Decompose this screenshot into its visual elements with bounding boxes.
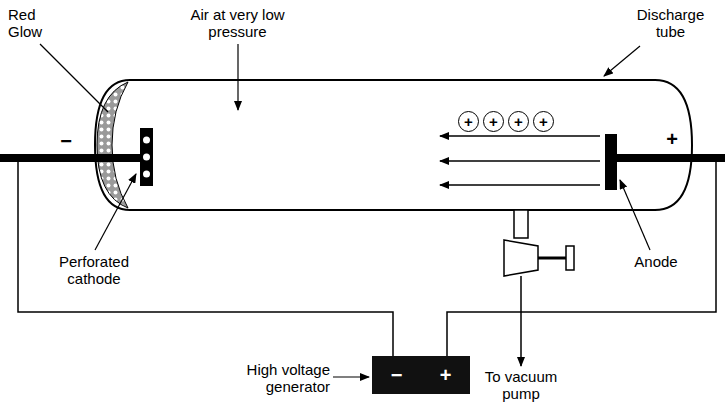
part-label: Discharge tube <box>628 6 713 40</box>
positive-ion: + <box>458 111 479 132</box>
charge-sign: + <box>514 113 523 130</box>
positive-ion: + <box>508 111 529 132</box>
part-label: High voltage generator <box>226 361 330 395</box>
part-label: Perforated cathode <box>44 253 144 287</box>
polarity-sign: + <box>440 364 452 387</box>
positive-ion: + <box>533 111 554 132</box>
polarity-sign: + <box>662 131 682 148</box>
medium-label: Air at very low pressure <box>175 6 300 40</box>
polarity-sign: − <box>391 364 403 387</box>
high-voltage-generator: −+ <box>372 356 470 394</box>
charge-sign: + <box>489 113 498 130</box>
part-label: Red Glow <box>8 6 53 40</box>
part-label: To vacuum pump <box>478 368 564 402</box>
positive-ion: + <box>483 111 504 132</box>
charge-sign: + <box>539 113 548 130</box>
charge-sign: + <box>464 113 473 130</box>
polarity-sign: − <box>56 133 76 150</box>
part-label: Anode <box>626 253 686 270</box>
